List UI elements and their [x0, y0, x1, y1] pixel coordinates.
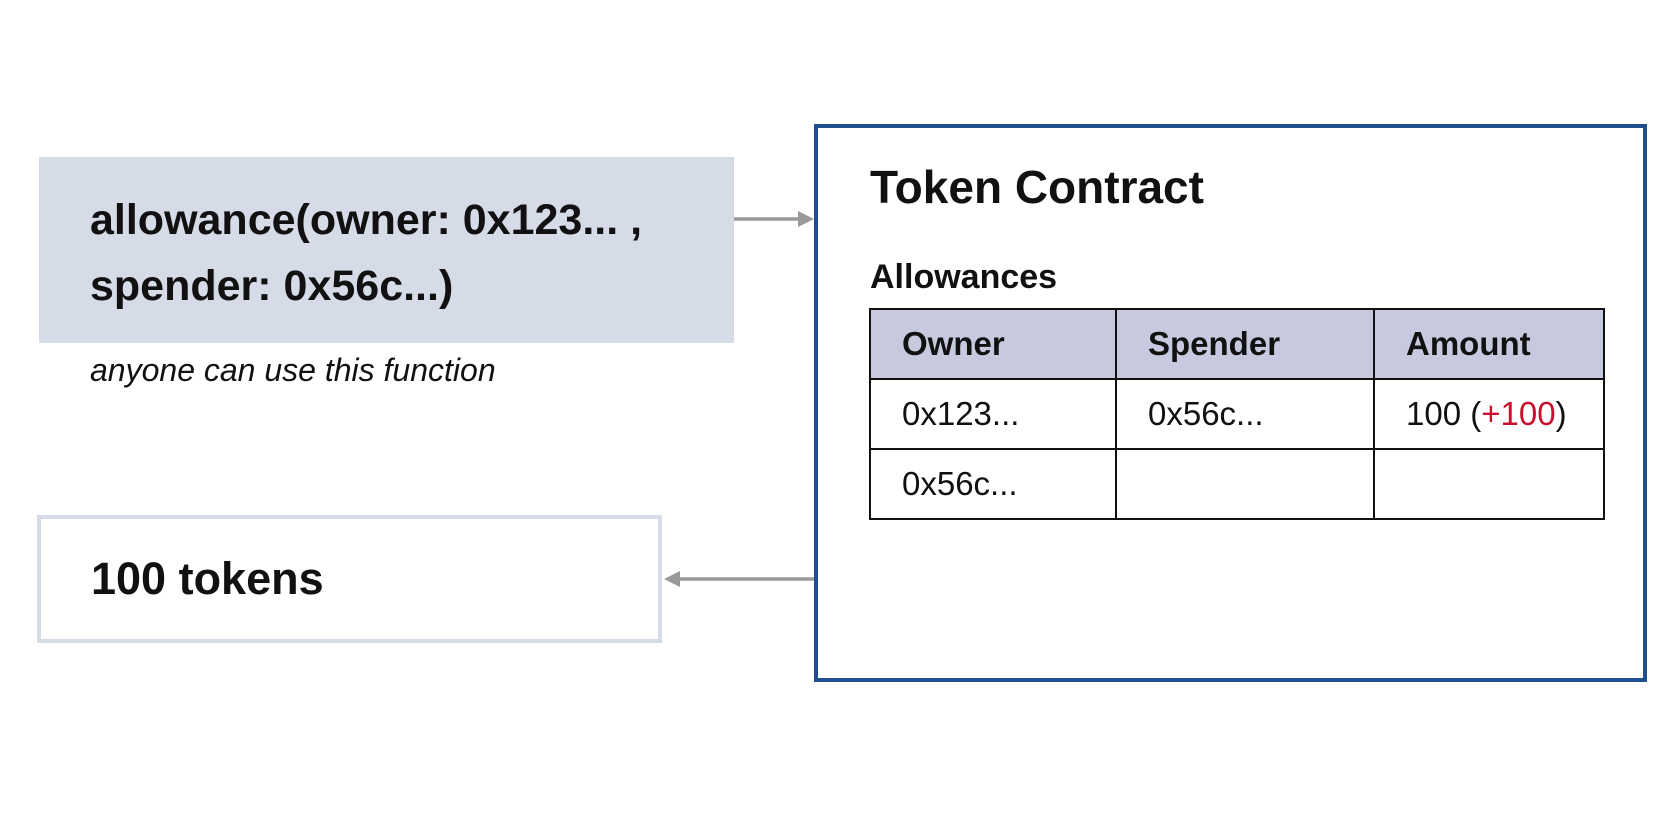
header-amount: Amount — [1373, 308, 1605, 380]
amount-paren-open: ( — [1461, 395, 1482, 432]
cell-owner: 0x123... — [869, 378, 1117, 450]
table-row: 0x123... 0x56c... 100 (+100) — [869, 378, 1605, 450]
contract-to-result-arrow — [664, 571, 816, 587]
table-header-row: Owner Spender Amount — [869, 308, 1605, 380]
cell-amount — [1373, 448, 1605, 520]
allowances-label: Allowances — [870, 258, 1058, 296]
function-call-line-1: allowance(owner: 0x123... , — [90, 196, 643, 244]
token-contract-box: Token Contract Allowances Owner Spender … — [814, 124, 1647, 682]
allowances-table: Owner Spender Amount 0x123... 0x56c... 1… — [869, 308, 1605, 520]
amount-paren-close: ) — [1555, 395, 1567, 432]
contract-title: Token Contract — [870, 161, 1204, 213]
amount-delta: +100 — [1481, 395, 1556, 432]
function-call-note: anyone can use this function — [90, 352, 496, 388]
result-value: 100 tokens — [91, 553, 324, 604]
cell-owner: 0x56c... — [869, 448, 1117, 520]
result-box: 100 tokens — [37, 515, 662, 643]
function-call-box: allowance(owner: 0x123... , spender: 0x5… — [39, 157, 734, 343]
header-spender: Spender — [1115, 308, 1375, 380]
amount-value: 100 — [1406, 395, 1462, 432]
call-to-contract-arrow — [734, 211, 814, 227]
cell-amount: 100 (+100) — [1373, 378, 1605, 450]
cell-spender — [1115, 448, 1375, 520]
cell-spender: 0x56c... — [1115, 378, 1375, 450]
table-row: 0x56c... — [869, 448, 1605, 520]
function-call-line-2: spender: 0x56c...) — [90, 262, 454, 310]
header-owner: Owner — [869, 308, 1117, 380]
